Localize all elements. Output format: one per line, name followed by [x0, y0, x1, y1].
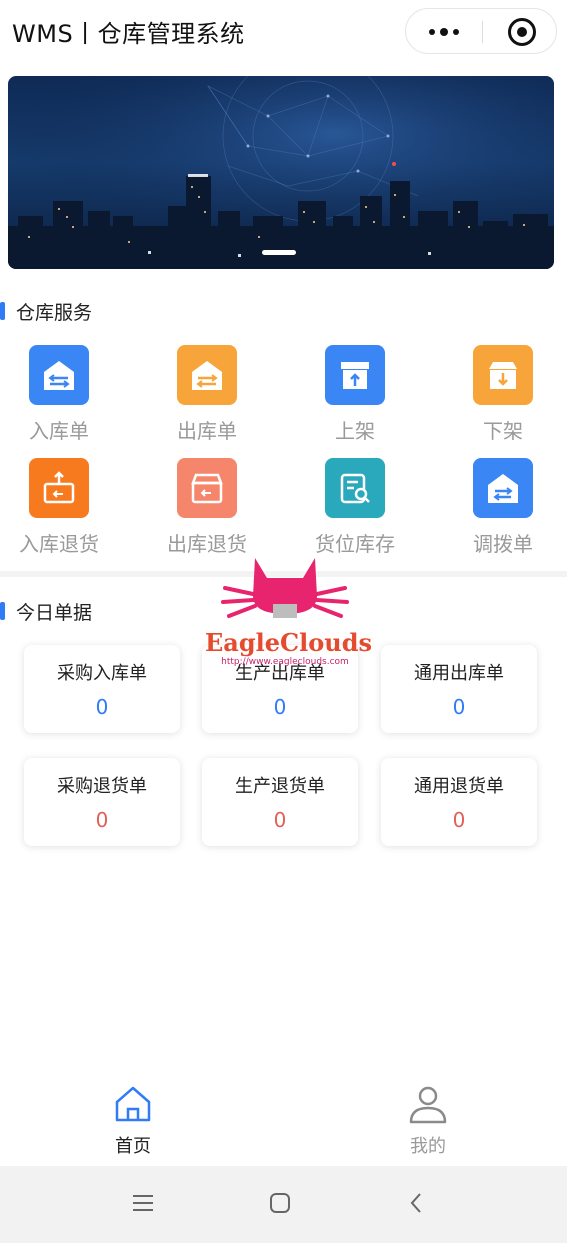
cat-logo-icon [221, 558, 349, 618]
box-return-out-icon [177, 458, 237, 518]
card-production-return[interactable]: 生产退货单 0 [202, 758, 358, 846]
service-label: 入库单 [29, 419, 89, 443]
card-count: 0 [273, 695, 287, 719]
card-title: 生产退货单 [235, 776, 325, 797]
card-title: 生产出库单 [235, 663, 325, 684]
card-purchase-return[interactable]: 采购退货单 0 [24, 758, 180, 846]
service-location-stock[interactable]: 货位库存 [300, 458, 410, 558]
service-transfer-order[interactable]: 调拨单 [448, 458, 558, 558]
tab-label: 首页 [115, 1136, 151, 1157]
tab-label: 我的 [410, 1136, 446, 1157]
service-outbound-return[interactable]: 出库退货 [152, 458, 262, 558]
capsule-divider [482, 21, 483, 43]
target-icon[interactable] [508, 18, 536, 46]
service-inbound-order[interactable]: 入库单 [4, 345, 114, 445]
service-label: 出库退货 [167, 532, 247, 556]
service-label: 货位库存 [315, 532, 395, 556]
card-count: 0 [95, 808, 109, 832]
service-shelve-down[interactable]: 下架 [448, 345, 558, 445]
section-divider [0, 571, 567, 577]
app-title: WMS丨仓库管理系统 [12, 20, 245, 48]
user-icon [409, 1086, 447, 1124]
card-count: 0 [452, 808, 466, 832]
system-navigation-bar [0, 1166, 567, 1243]
service-label: 调拨单 [473, 532, 533, 556]
card-production-outbound[interactable]: 生产出库单 0 [202, 645, 358, 733]
box-up-icon [325, 345, 385, 405]
card-purchase-inbound[interactable]: 采购入库单 0 [24, 645, 180, 733]
service-label: 下架 [483, 419, 523, 443]
section-accent-bar [0, 302, 5, 320]
warehouse-in-icon [29, 345, 89, 405]
tab-bar: 首页 我的 [0, 1080, 567, 1166]
banner-indicator[interactable] [262, 250, 296, 255]
service-shelve-up[interactable]: 上架 [300, 345, 410, 445]
more-dots-icon[interactable] [406, 9, 482, 55]
services-section-header: 仓库服务 [0, 299, 93, 324]
card-title: 通用出库单 [414, 663, 504, 684]
banner-carousel[interactable] [8, 76, 554, 269]
card-title: 采购入库单 [57, 663, 147, 684]
recent-apps-icon[interactable] [131, 1193, 155, 1213]
service-label: 上架 [335, 419, 375, 443]
section-accent-bar [0, 602, 5, 620]
home-icon [115, 1086, 151, 1122]
home-button-icon[interactable] [268, 1191, 292, 1215]
card-count: 0 [273, 808, 287, 832]
transfer-icon [473, 458, 533, 518]
box-return-in-icon [29, 458, 89, 518]
service-label: 出库单 [177, 419, 237, 443]
mini-program-capsule [405, 8, 557, 54]
service-inbound-return[interactable]: 入库退货 [4, 458, 114, 558]
card-general-outbound[interactable]: 通用出库单 0 [381, 645, 537, 733]
tab-home[interactable]: 首页 [73, 1080, 193, 1166]
today-section-header: 今日单据 [0, 599, 93, 624]
services-heading: 仓库服务 [16, 301, 93, 324]
tab-mine[interactable]: 我的 [368, 1080, 488, 1166]
location-stock-icon [325, 458, 385, 518]
back-icon[interactable] [408, 1192, 424, 1214]
service-outbound-order[interactable]: 出库单 [152, 345, 262, 445]
warehouse-out-icon [177, 345, 237, 405]
card-title: 采购退货单 [57, 776, 147, 797]
city-skyline-image [8, 76, 554, 269]
navigation-bar: WMS丨仓库管理系统 [0, 0, 567, 62]
card-general-return[interactable]: 通用退货单 0 [381, 758, 537, 846]
card-count: 0 [95, 695, 109, 719]
service-label: 入库退货 [19, 532, 99, 556]
card-title: 通用退货单 [414, 776, 504, 797]
today-heading: 今日单据 [16, 601, 93, 624]
box-down-icon [473, 345, 533, 405]
card-count: 0 [452, 695, 466, 719]
